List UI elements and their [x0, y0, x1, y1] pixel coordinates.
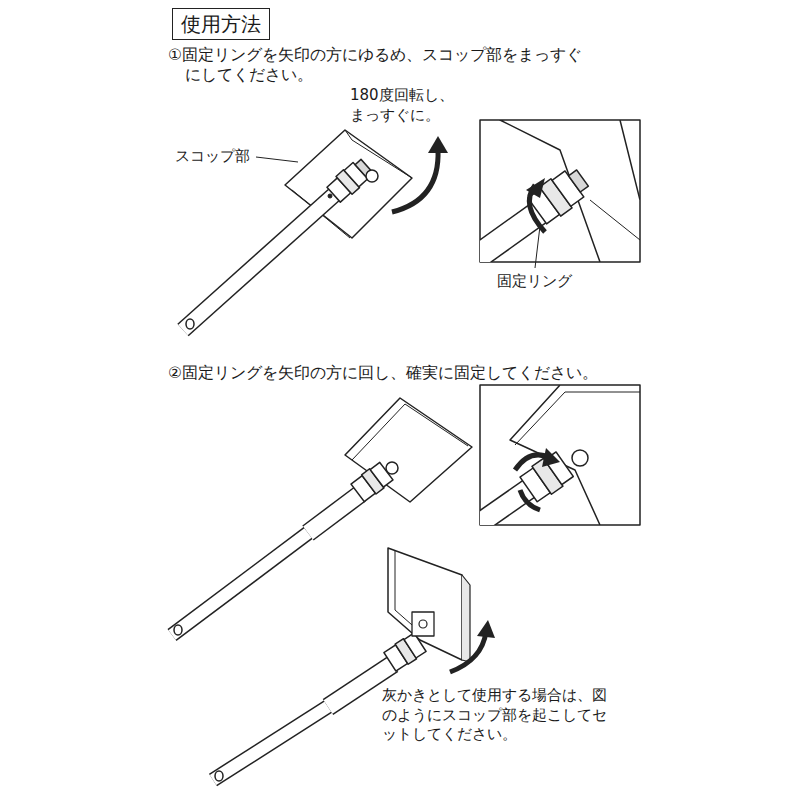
part-name: スコップ部 — [175, 147, 250, 167]
step-instruction: ②固定リングを矢印の方に回し、確実に固定してください。 — [168, 363, 638, 383]
usage-note: 灰かきとして使用する場合は、図のようにスコップ部を起こしてセットしてください。 — [382, 686, 614, 745]
section-heading: 使用方法 — [172, 8, 270, 40]
part-name: 固定リング — [497, 272, 572, 292]
step-instruction: ①固定リングを矢印の方にゆるめ、スコップ部をまっすぐにしてください。 — [168, 45, 593, 85]
rotation-note: 180度回転し、まっすぐに。 — [350, 86, 456, 125]
